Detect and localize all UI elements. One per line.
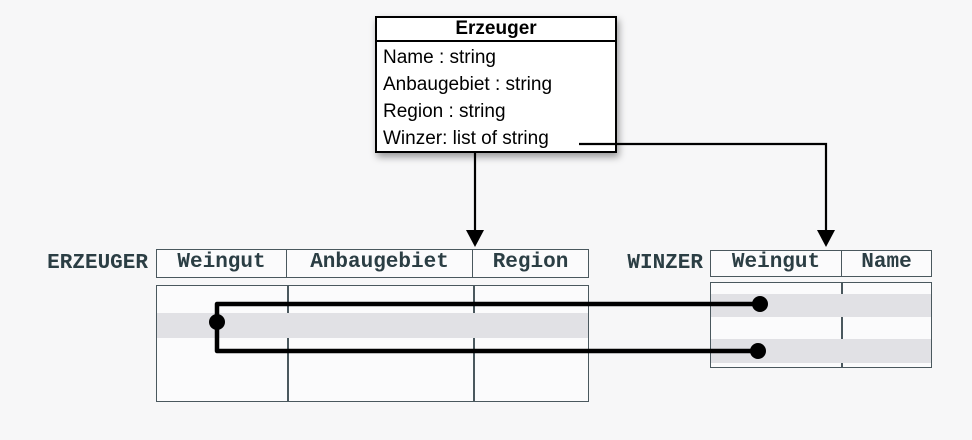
erzeuger-body-divider-2 <box>473 286 475 401</box>
erzeuger-table-header: Weingut Anbaugebiet Region <box>156 249 589 278</box>
winzer-attr-to-winzer-arrow-line <box>579 142 828 231</box>
winzer-column-weingut: Weingut <box>731 251 821 274</box>
winzer-table-body <box>710 282 932 368</box>
erzeuger-column-anbaugebiet: Anbaugebiet <box>286 250 472 277</box>
winzer-body-divider <box>841 283 843 367</box>
winzer-highlighted-row-1 <box>711 294 931 317</box>
erzeuger-column-region: Region <box>472 250 588 277</box>
class-attribute-region: Region : string <box>383 101 506 122</box>
erzeuger-highlighted-row <box>157 313 588 338</box>
class-title: Erzeuger <box>377 18 615 42</box>
erzeuger-body-divider-1 <box>287 286 289 401</box>
winzer-highlighted-row-2 <box>711 339 931 363</box>
winzer-attr-to-winzer-arrowhead-icon <box>817 230 835 247</box>
class-attribute-winzer: Winzer: list of string <box>383 128 549 149</box>
erzeuger-table-body <box>156 285 589 402</box>
class-to-erzeuger-arrowhead-icon <box>466 230 484 247</box>
table-label-winzer: WINZER <box>627 252 703 275</box>
winzer-column-name: Name <box>841 251 931 276</box>
class-attribute-anbaugebiet: Anbaugebiet : string <box>383 74 553 95</box>
uml-class-box: Erzeuger Name : string Anbaugebiet : str… <box>375 16 617 153</box>
winzer-table-header: Weingut Name <box>710 250 932 277</box>
class-attribute-name: Name : string <box>383 47 496 68</box>
table-label-erzeuger: ERZEUGER <box>47 252 148 275</box>
erzeuger-column-weingut: Weingut <box>177 251 266 274</box>
class-attribute-list: Name : string Anbaugebiet : string Regio… <box>377 42 615 152</box>
